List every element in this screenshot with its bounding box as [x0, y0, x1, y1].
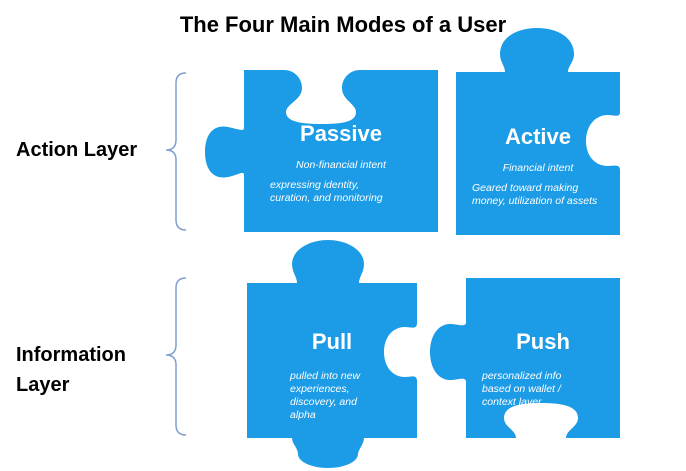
information-layer-label: Information Layer [16, 340, 126, 400]
information-layer-line2: Layer [16, 374, 70, 396]
push-desc-line1: personalized info [482, 370, 562, 382]
pull-desc-line2: experiences, [290, 383, 350, 395]
passive-intent: Non-financial intent [296, 159, 386, 171]
push-desc-line3: context layer [482, 396, 542, 408]
passive-desc-line2: curation, and monitoring [270, 192, 383, 204]
pull-desc-line1: pulled into new [290, 370, 361, 382]
active-desc-line1: Geared toward making [472, 182, 579, 194]
action-layer-label: Action Layer [16, 135, 137, 165]
pull-desc-line3: discovery, and [290, 396, 357, 408]
passive-desc-line1: expressing identity, [270, 179, 360, 191]
passive-piece [205, 70, 438, 232]
diagram-title: The Four Main Modes of a User [179, 12, 507, 37]
push-piece [430, 278, 620, 438]
passive-title: Passive [300, 121, 382, 146]
active-desc-line2: money, utilization of assets [472, 195, 598, 207]
active-intent: Financial intent [502, 162, 574, 174]
push-desc-line2: based on wallet / [482, 383, 561, 395]
action-layer-bracket [165, 72, 187, 231]
information-layer-bracket [165, 277, 187, 436]
information-layer-line1: Information [16, 344, 126, 366]
push-title: Push [516, 329, 570, 354]
pull-desc-line4: alpha [290, 409, 316, 421]
action-layer-text: Action Layer [16, 139, 138, 161]
active-title: Active [504, 124, 572, 149]
pull-title: Pull [311, 329, 353, 354]
